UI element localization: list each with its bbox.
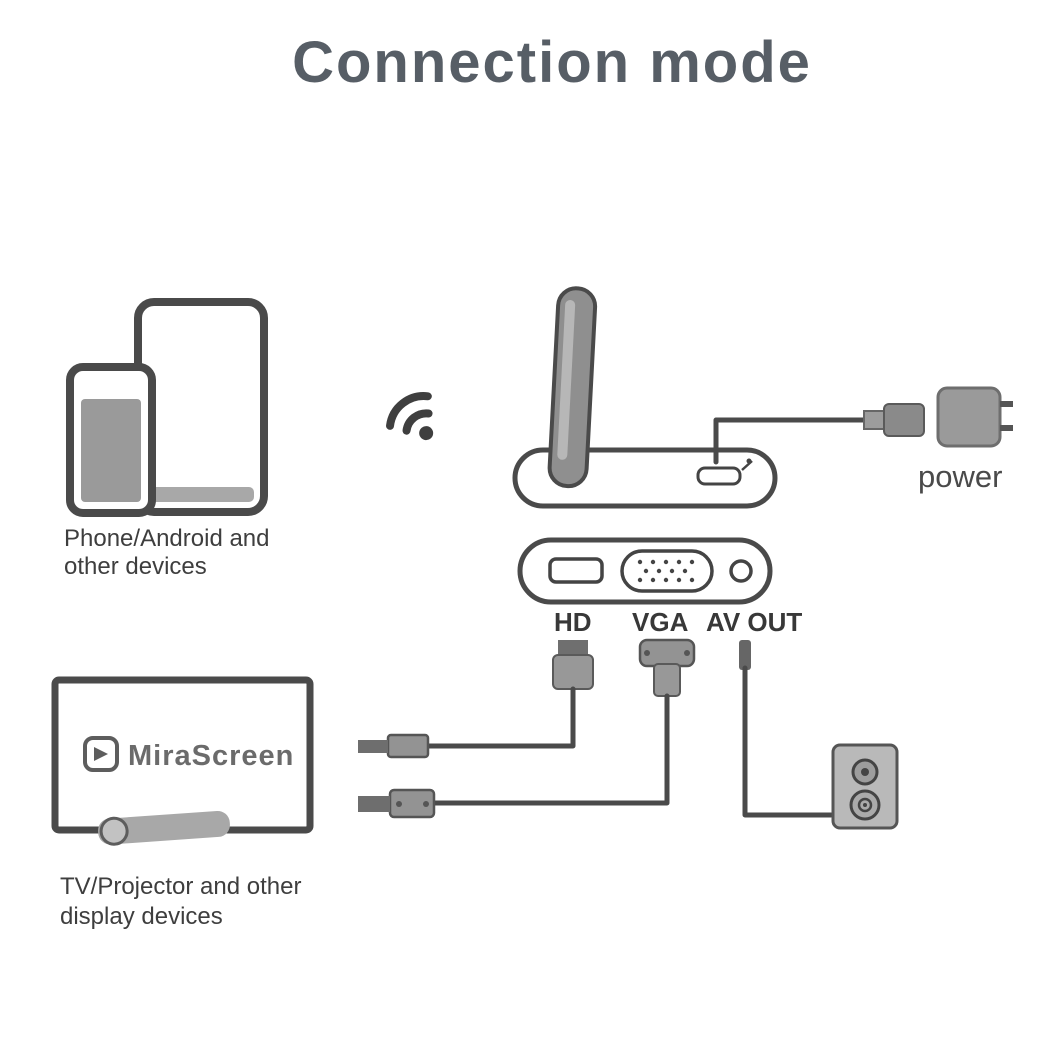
- speaker-tweeter-dot: [861, 768, 869, 776]
- tablet-outline: [134, 298, 268, 516]
- antenna-highlight: [557, 299, 576, 460]
- vga-port: [620, 549, 714, 593]
- hdmi-plug-top-body: [552, 654, 594, 690]
- antenna-icon: [547, 286, 598, 489]
- av-cable: [742, 665, 834, 818]
- micro-usb-port: [696, 466, 742, 486]
- power-connection: power: [713, 386, 1013, 494]
- hdmi-plug-top-metal: [558, 640, 588, 658]
- power-cable: [713, 417, 869, 465]
- usb-icon-line: [741, 460, 753, 471]
- speaker-woofer-dot: [863, 803, 867, 807]
- wifi-dot: [419, 426, 434, 441]
- vga-plug-top: [638, 638, 696, 697]
- phone-screen: [81, 399, 141, 502]
- hdmi-plug-tip: [358, 740, 388, 753]
- vga-screw-left: [644, 650, 650, 656]
- usb-plug-metal: [863, 410, 887, 430]
- wifi-arc-2: [386, 392, 432, 430]
- display-label-line1: TV/Projector and other: [60, 873, 301, 900]
- dongle-port-view: [517, 537, 773, 605]
- power-label: power: [918, 459, 1002, 494]
- tablet-screen-shade: [150, 487, 254, 502]
- vga-plug-top-body: [653, 663, 681, 697]
- mirascreen-logo-icon: [83, 736, 119, 772]
- source-label-line2: other devices: [64, 553, 207, 580]
- hdmi-plug-body: [386, 733, 430, 759]
- hdmi-plug-tv-end: [358, 733, 430, 759]
- source-devices: [66, 298, 268, 517]
- hdmi-port: [548, 557, 604, 584]
- tv-stand: [98, 810, 230, 846]
- source-label-line1: Phone/Android and: [64, 525, 270, 552]
- vga-cable: [431, 693, 670, 806]
- vga-port-shell: [620, 549, 714, 593]
- display-label-line2: display devices: [60, 903, 223, 930]
- wifi-icon: [386, 392, 434, 441]
- hd-label: HD: [554, 607, 592, 637]
- usb-icon: [741, 458, 753, 471]
- vga-port-pins: [637, 559, 695, 583]
- av-jack: [729, 559, 753, 583]
- av-plug: [739, 640, 751, 670]
- vga-plug-tv-end: [358, 788, 436, 819]
- hdmi-cable-run: [358, 640, 594, 759]
- hdmi-cable: [425, 686, 576, 749]
- vga-plug-screw-2: [423, 801, 429, 807]
- vga-cable-run: [358, 638, 696, 819]
- vga-screw-right: [684, 650, 690, 656]
- diagram-title: Connection mode: [292, 30, 812, 95]
- speaker-woofer-ring: [857, 797, 873, 813]
- usb-plug-body: [883, 403, 925, 437]
- vga-plug-screw-1: [396, 801, 402, 807]
- power-adapter: [936, 386, 1002, 448]
- av-out-label: AV OUT: [706, 607, 802, 637]
- av-cable-run: [739, 640, 834, 818]
- logo-arrow: [94, 747, 108, 761]
- dongle-top-view: [512, 286, 778, 509]
- usb-power-plug-icon: [863, 403, 925, 437]
- tv-stand-knob: [99, 816, 129, 846]
- speaker-icon: [831, 743, 899, 830]
- vga-label: VGA: [632, 607, 689, 637]
- tv-brand-label: MiraScreen: [128, 740, 294, 772]
- logo-frame: [83, 736, 119, 772]
- speaker-body: [831, 743, 899, 830]
- wifi-arc-1: [402, 409, 433, 435]
- vga-plug-tip: [358, 796, 390, 812]
- tv-stand-base: [98, 810, 230, 845]
- display-device: MiraScreen: [51, 676, 314, 846]
